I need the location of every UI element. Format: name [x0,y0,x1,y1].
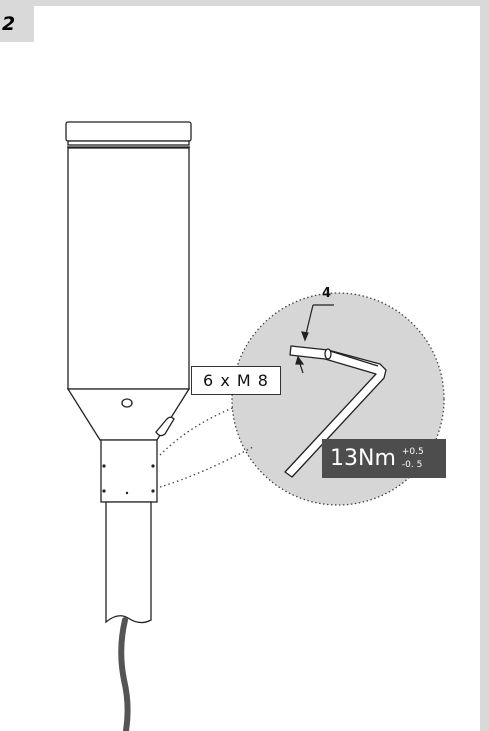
power-cable [118,617,131,731]
screw-spec-label: 6 x M 8 [191,366,281,395]
sleeve-screws [102,464,155,495]
support-pole [105,501,152,624]
torque-tol-minus: -0. 5 [401,459,423,470]
lamp-body [66,147,191,441]
step-number: 2 [2,13,16,35]
hex-key-icon [284,345,387,478]
lamp-cap [65,121,192,148]
frame-top-border [0,0,489,6]
torque-badge: 13Nm +0.5 -0. 5 [322,439,446,478]
step-badge: 2 [0,6,34,42]
torque-tolerance: +0.5 -0. 5 [402,446,424,472]
key-size-dimension [295,304,334,374]
clamp-sleeve [100,439,158,503]
detail-leader-lines [159,406,254,488]
key-size-label: 4 [322,286,332,301]
torque-value: 13Nm [330,446,396,471]
torque-tol-plus: +0.5 [401,446,424,457]
frame-right-border [480,0,489,731]
funnel-details [121,398,175,437]
